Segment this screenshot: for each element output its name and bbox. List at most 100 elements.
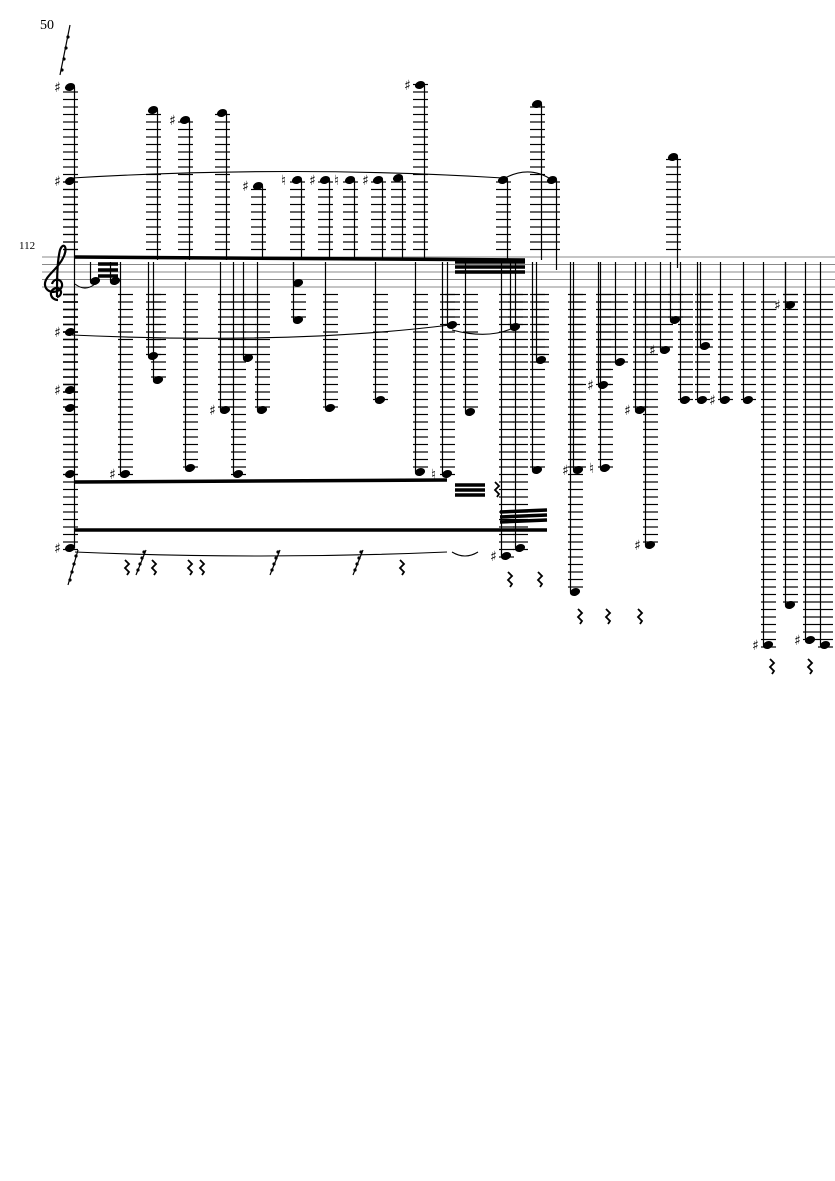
sharp-icon: ♯ xyxy=(752,638,759,654)
note-head xyxy=(784,301,796,309)
note-head xyxy=(291,176,303,184)
note-head xyxy=(319,176,331,184)
notes: ♯♯♯♯♯♯♯♮♯♮♯♯♯♯♮♯♯♯♮♯♯♯♯♯♯♯ xyxy=(54,78,833,654)
slur xyxy=(71,170,504,179)
note-head xyxy=(464,408,476,416)
sharp-icon: ♯ xyxy=(54,325,61,341)
note-head xyxy=(64,544,76,552)
note-head xyxy=(679,396,691,404)
sharp-icon: ♯ xyxy=(709,393,716,409)
note-head xyxy=(252,182,264,190)
grace-stem xyxy=(352,549,364,576)
quarter-rest-icon xyxy=(536,571,544,588)
quarter-rest-icon xyxy=(150,559,158,576)
slur xyxy=(71,324,451,339)
beams xyxy=(74,255,548,532)
note-head xyxy=(819,641,831,649)
note-head xyxy=(446,321,458,329)
note-head xyxy=(804,636,816,644)
note-head xyxy=(634,406,646,414)
note-head xyxy=(644,541,656,549)
note-head xyxy=(64,404,76,412)
slur xyxy=(74,551,448,557)
note-head xyxy=(242,354,254,362)
quarter-rest-icon xyxy=(806,658,814,675)
quarter-rest-icon xyxy=(604,608,612,625)
note-head xyxy=(572,466,584,474)
beam xyxy=(499,513,548,519)
sharp-icon: ♯ xyxy=(54,383,61,399)
slur xyxy=(504,171,553,181)
quarter-rest-icon xyxy=(186,559,194,576)
note-head xyxy=(179,116,191,124)
note-head xyxy=(414,81,426,89)
note-head xyxy=(497,176,509,184)
note-head xyxy=(216,109,228,117)
rests xyxy=(59,24,814,675)
note-head xyxy=(531,100,543,108)
natural-icon: ♮ xyxy=(589,461,594,477)
note-head xyxy=(784,601,796,609)
quarter-rest-icon xyxy=(123,559,131,576)
grace-stem xyxy=(135,549,147,576)
sharp-icon: ♯ xyxy=(404,78,411,94)
note-head xyxy=(344,176,356,184)
note-head xyxy=(531,466,543,474)
note-head xyxy=(659,346,671,354)
note-head xyxy=(152,376,164,384)
note-head xyxy=(119,470,131,478)
note-head xyxy=(109,277,121,285)
treble-clef-icon xyxy=(43,244,67,302)
note-head xyxy=(324,404,336,412)
beam xyxy=(74,478,448,484)
sharp-icon: ♯ xyxy=(587,378,594,394)
grace-stem xyxy=(67,549,79,586)
quarter-rest-icon xyxy=(198,559,206,576)
sharp-icon: ♯ xyxy=(242,179,249,195)
note-head xyxy=(292,279,304,287)
natural-icon: ♮ xyxy=(334,173,339,189)
natural-icon: ♮ xyxy=(281,173,286,189)
sharp-icon: ♯ xyxy=(562,463,569,479)
sharp-icon: ♯ xyxy=(54,541,61,557)
sharp-icon: ♯ xyxy=(634,538,641,554)
slurs-ties xyxy=(71,170,553,557)
quarter-rest-icon xyxy=(576,608,584,625)
sharp-icon: ♯ xyxy=(54,174,61,190)
note-head xyxy=(372,176,384,184)
note-head xyxy=(762,641,774,649)
note-head xyxy=(614,358,626,366)
note-head xyxy=(414,468,426,476)
note-head xyxy=(742,396,754,404)
sharp-icon: ♯ xyxy=(649,343,656,359)
note-head xyxy=(667,153,679,161)
note-head xyxy=(232,470,244,478)
note-head xyxy=(64,177,76,185)
quarter-rest-icon xyxy=(636,608,644,625)
beam xyxy=(499,518,548,524)
sharp-icon: ♯ xyxy=(109,467,116,483)
note-head xyxy=(292,316,304,324)
sharp-icon: ♯ xyxy=(794,633,801,649)
sharp-icon: ♯ xyxy=(624,403,631,419)
note-head xyxy=(89,277,101,285)
measure-number: 112 xyxy=(19,240,36,252)
sharp-icon: ♯ xyxy=(490,549,497,565)
quarter-rest-icon xyxy=(506,571,514,588)
slur xyxy=(451,551,479,557)
sharp-icon: ♯ xyxy=(774,298,781,314)
note-head xyxy=(719,396,731,404)
note-head xyxy=(184,464,196,472)
note-head xyxy=(374,396,386,404)
note-head xyxy=(147,106,159,114)
slur xyxy=(74,283,96,289)
staff-lines xyxy=(42,256,835,288)
beam xyxy=(74,255,526,262)
note-head xyxy=(219,406,231,414)
quarter-rest-icon xyxy=(493,481,501,498)
slur xyxy=(451,326,516,335)
note-head xyxy=(441,470,453,478)
note-head xyxy=(500,552,512,560)
note-head xyxy=(514,544,526,552)
